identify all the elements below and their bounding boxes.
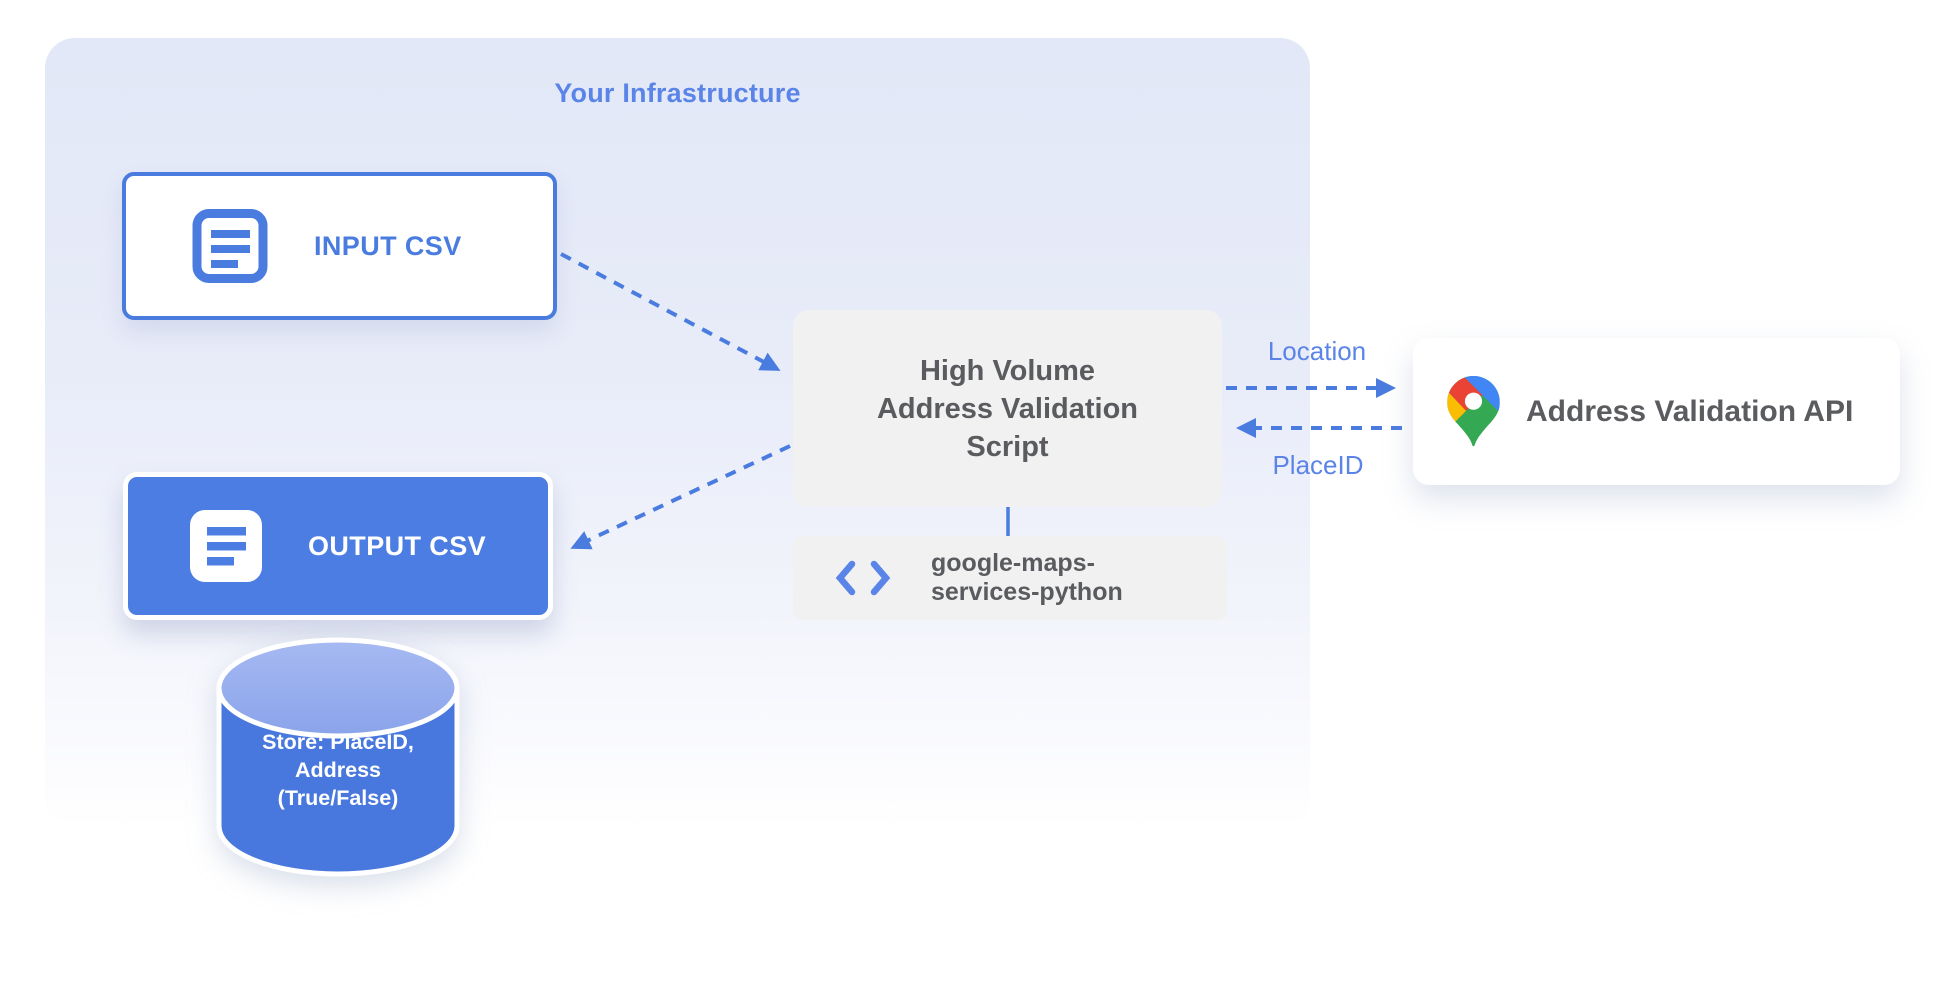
google-maps-pin-icon xyxy=(1447,376,1500,447)
infrastructure-title: Your Infrastructure xyxy=(554,78,801,108)
datastore-label: Store: PlaceID, Address (True/False) xyxy=(262,730,414,810)
python-library-label: google-maps- services-python xyxy=(931,549,1123,606)
validation-script-label: High Volume Address Validation Script xyxy=(876,354,1139,463)
node-output-csv: OUTPUT CSV xyxy=(123,472,553,620)
api-label: Address Validation API xyxy=(1526,394,1854,428)
document-icon xyxy=(190,510,262,582)
node-address-validation-api: Address Validation API xyxy=(1413,338,1900,485)
edge-label-location: Location xyxy=(1267,336,1367,366)
node-python-library: google-maps- services-python xyxy=(793,536,1227,620)
input-csv-label: INPUT CSV xyxy=(314,230,462,261)
document-icon xyxy=(192,209,268,283)
node-datastore xyxy=(212,630,464,882)
node-input-csv: INPUT CSV xyxy=(122,172,557,320)
edge-label-placeid: PlaceID xyxy=(1272,450,1364,480)
output-csv-label: OUTPUT CSV xyxy=(308,530,487,561)
database-cylinder-icon xyxy=(216,637,460,877)
node-validation-script: High Volume Address Validation Script xyxy=(793,310,1222,507)
code-icon xyxy=(835,558,891,598)
